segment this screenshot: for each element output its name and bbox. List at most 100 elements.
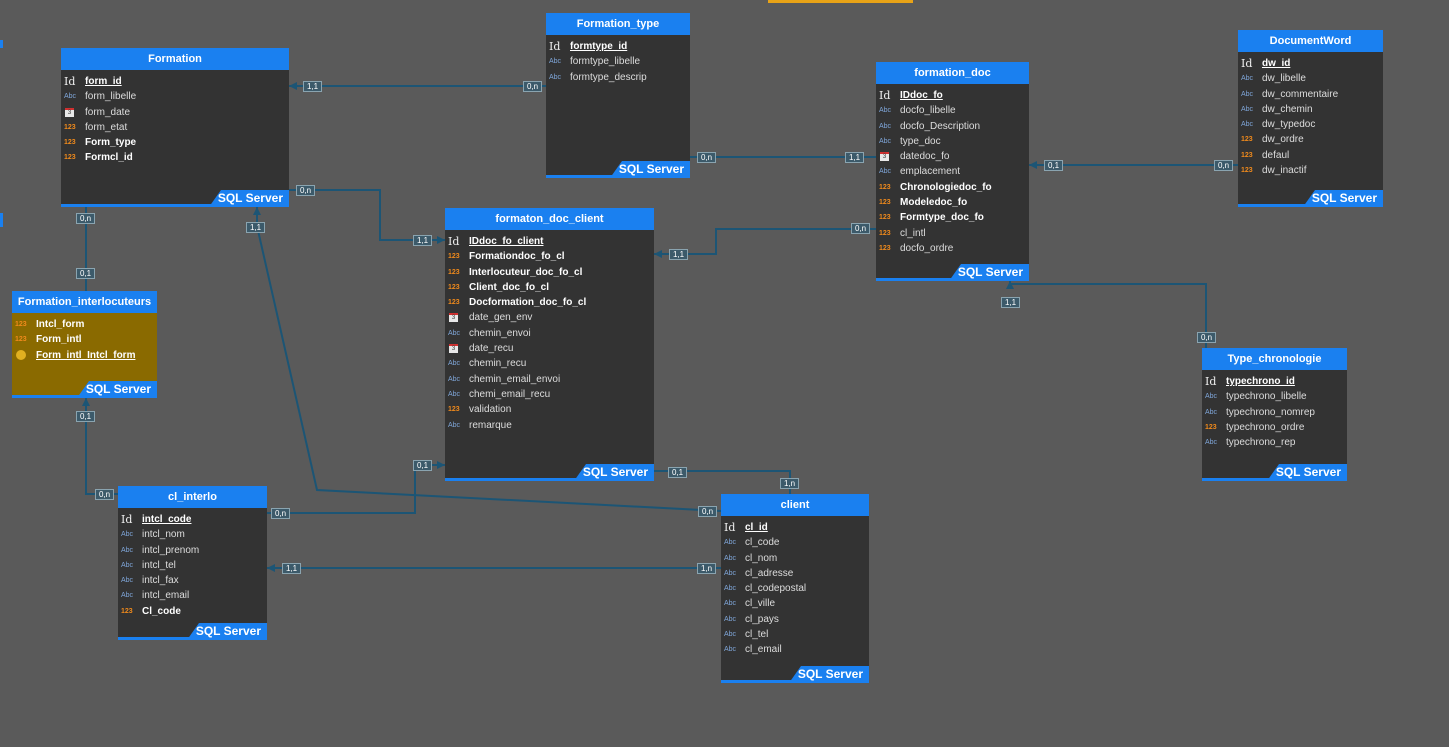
table-title[interactable]: Type_chronologie bbox=[1202, 348, 1347, 370]
text-type-icon: Abc bbox=[448, 329, 461, 337]
column-name: date_recu bbox=[469, 343, 514, 355]
column-name: Form_type bbox=[85, 137, 137, 149]
table-footer-line bbox=[445, 478, 654, 481]
table-title[interactable]: DocumentWord bbox=[1238, 30, 1383, 52]
number-type-icon: 123 bbox=[448, 268, 460, 276]
table-title[interactable]: formaton_doc_client bbox=[445, 208, 654, 230]
column-name: intcl_email bbox=[142, 590, 190, 602]
text-type-icon: Abc bbox=[121, 561, 134, 569]
text-type-icon: Abc bbox=[1205, 439, 1218, 447]
text-type-icon: Abc bbox=[1241, 75, 1254, 83]
cardinality-label: 1,1 bbox=[303, 81, 323, 92]
column-row[interactable]: Form_intl_Intcl_form bbox=[12, 348, 157, 363]
table-title[interactable]: Formation bbox=[61, 48, 289, 70]
table-title[interactable]: Formation_type bbox=[546, 13, 690, 35]
left-edge-marker bbox=[0, 213, 3, 227]
column-name: Chronologiedoc_fo bbox=[900, 181, 992, 193]
table-title[interactable]: cl_interlo bbox=[118, 486, 267, 508]
table-title[interactable]: formation_doc bbox=[876, 62, 1029, 84]
column-name: IDdoc_fo_client bbox=[469, 236, 544, 247]
cardinality-label: 0,n bbox=[698, 506, 718, 517]
table-title[interactable]: client bbox=[721, 494, 869, 516]
column-name: typechrono_nomrep bbox=[1226, 406, 1315, 418]
table-title[interactable]: Formation_interlocuteurs bbox=[12, 291, 157, 313]
text-type-icon: Abc bbox=[448, 360, 461, 368]
